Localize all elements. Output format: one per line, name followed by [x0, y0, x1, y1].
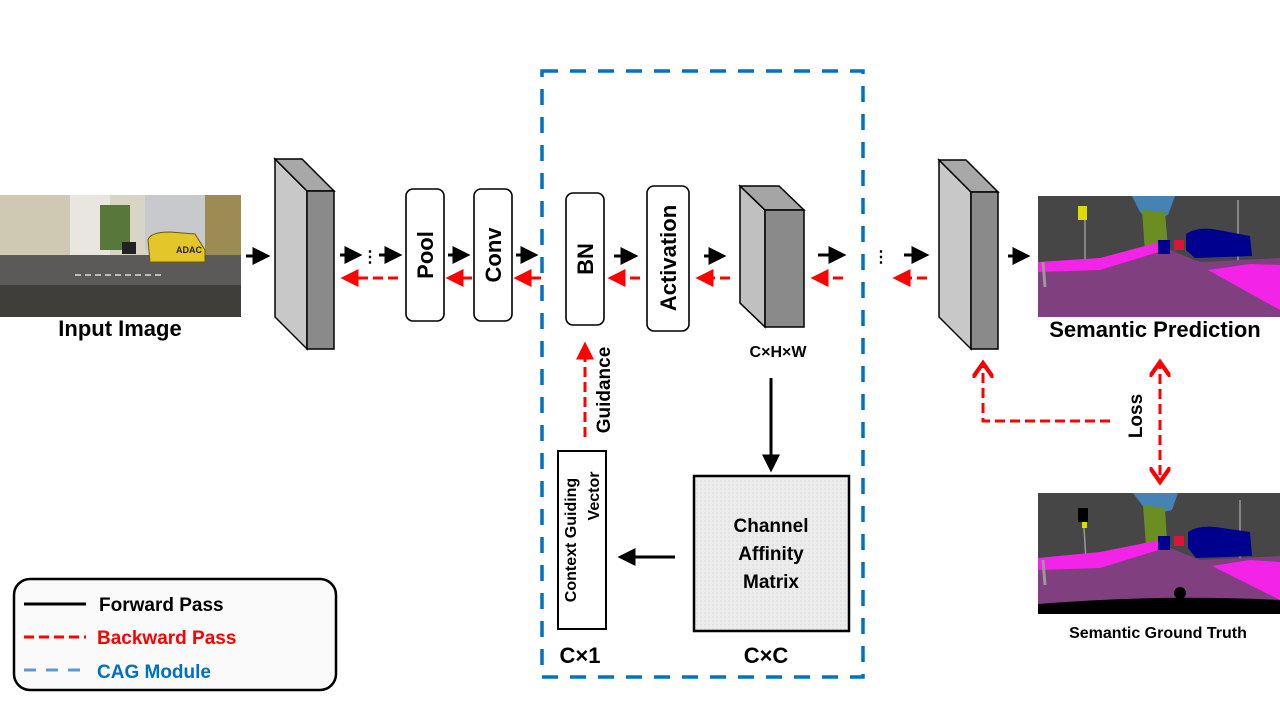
affinity-label-line2: Affinity: [738, 544, 804, 565]
semantic-ground-truth-label: Semantic Ground Truth: [1069, 625, 1247, 642]
affinity-label-line3: Matrix: [743, 572, 799, 593]
context-guiding-vector: [557, 450, 607, 630]
semantic-prediction-label: Semantic Prediction: [1049, 317, 1261, 342]
activation-layer: [646, 185, 690, 332]
vector-label-line2: Vector: [586, 472, 603, 521]
svg-text:ADAC: ADAC: [176, 245, 202, 255]
cag-module-boundary: [540, 69, 865, 679]
guidance-label: Guidance: [594, 347, 615, 434]
semantic-prediction-image: [1038, 196, 1280, 317]
pool-label: Pool: [413, 231, 438, 279]
bn-layer: [565, 192, 605, 326]
bn-label: BN: [573, 243, 598, 275]
legend-forward-label: Forward Pass: [99, 595, 224, 616]
ellipsis-right: ⋮: [873, 249, 889, 266]
conv-label: Conv: [481, 227, 506, 283]
conv-layer: [473, 188, 513, 322]
feature-map-cube: [738, 184, 806, 329]
legend: Forward Pass Backward Pass CAG Module: [12, 577, 338, 692]
legend-backward-label: Backward Pass: [97, 628, 236, 649]
feature-dims-label: C×H×W: [750, 344, 808, 361]
decoder-feature-block: [937, 158, 1000, 351]
legend-module-label: CAG Module: [97, 662, 211, 683]
loss-label: Loss: [1126, 394, 1147, 438]
pool-layer: [405, 188, 445, 322]
encoder-feature-block: [273, 157, 336, 351]
activation-label: Activation: [656, 205, 681, 311]
semantic-ground-truth-image: [1038, 493, 1280, 614]
channel-affinity-matrix: [692, 474, 851, 633]
loss-backprop-arrow: [983, 363, 1110, 423]
vector-label-line1: Context Guiding: [563, 478, 580, 602]
affinity-dims-label: C×C: [744, 643, 789, 668]
affinity-label-line1: Channel: [734, 516, 809, 537]
vector-dims-label: C×1: [560, 643, 601, 668]
input-image: ADAC: [0, 195, 241, 317]
ellipsis-left: ⋮: [362, 249, 378, 266]
input-image-label: Input Image: [58, 316, 181, 341]
